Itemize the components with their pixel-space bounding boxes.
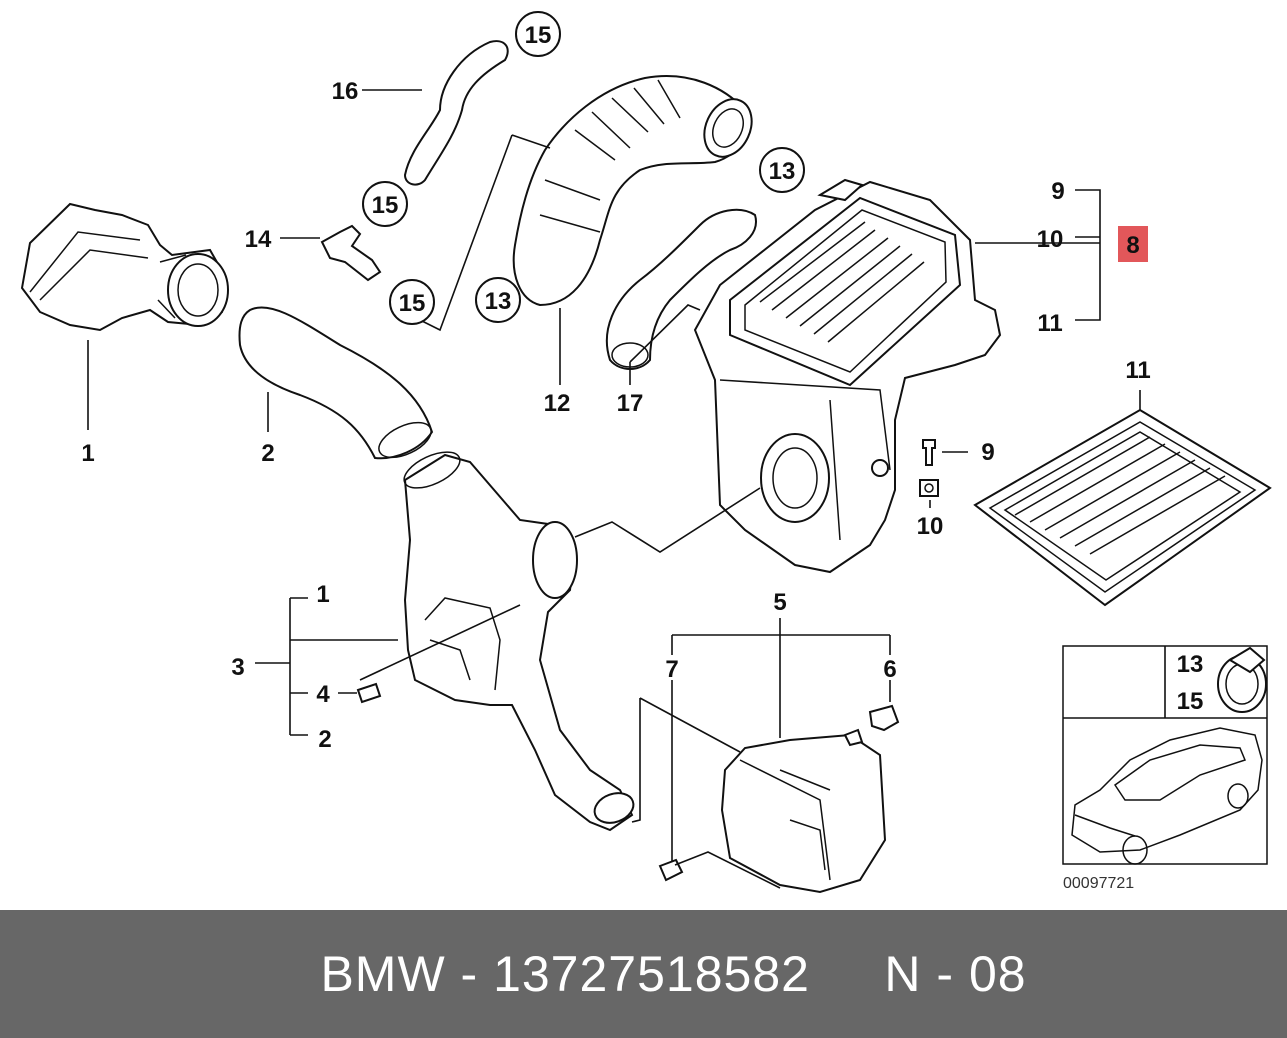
callout-8-highlight: 8 (1118, 226, 1148, 262)
inset-callout-13: 13 (1177, 651, 1204, 678)
connector-14 (320, 224, 382, 282)
intake-funnel (20, 202, 229, 332)
filter-element (973, 408, 1272, 607)
intake-duct (238, 306, 434, 460)
bolt-9 (922, 439, 936, 466)
callout-17: 17 (617, 390, 644, 417)
callout-4: 4 (316, 681, 330, 708)
parts-diagram: 15 15 15 13 13 1 2 3 1 4 2 16 14 12 17 9… (20, 11, 1272, 894)
callout-10-top: 10 (1037, 226, 1064, 253)
callout-14: 14 (245, 226, 272, 253)
inset-box: 13 15 00097721 (1062, 645, 1268, 892)
callout-15-mid: 15 (372, 192, 399, 219)
resonator-assembly (403, 451, 635, 832)
footer-bar: BMW - 13727518582 N - 08 (0, 910, 1287, 1038)
part-number-caption: BMW - 13727518582 N - 08 (320, 946, 1027, 1002)
callout-8: 8 (1126, 232, 1139, 259)
callout-11-filter: 11 (1125, 357, 1150, 384)
car-silhouette-icon (1071, 727, 1263, 865)
clip-6 (868, 704, 900, 732)
callout-15-low: 15 (399, 290, 426, 317)
filter-housing (693, 178, 1002, 574)
callout-2: 2 (261, 440, 274, 467)
reference-code: 00097721 (1063, 875, 1134, 892)
breather-pipe-16 (403, 40, 509, 186)
callout-6: 6 (883, 656, 896, 683)
callout-15-top: 15 (525, 22, 552, 49)
circled-callout-15-top: 15 (515, 11, 561, 57)
callout-13-left: 13 (485, 288, 512, 315)
circled-callout-13-left: 13 (475, 277, 521, 323)
callout-10-side: 10 (917, 513, 944, 540)
circled-callout-13-right: 13 (759, 147, 805, 193)
callout-11-top: 11 (1037, 310, 1062, 337)
callout-13-right: 13 (769, 158, 796, 185)
circled-callout-15-mid: 15 (362, 181, 408, 227)
screw-4 (356, 682, 382, 704)
callout-12: 12 (544, 390, 571, 417)
leader-lines (87, 89, 1141, 889)
parts-diagram-svg: 15 15 15 13 13 1 2 3 1 4 2 16 14 12 17 9… (20, 11, 1272, 894)
callout-16: 16 (332, 78, 359, 105)
callout-2-bracket: 2 (318, 726, 331, 753)
callout-9-top: 9 (1051, 178, 1064, 205)
callout-1: 1 (81, 440, 94, 467)
resonator-box (720, 728, 887, 894)
callout-1-bracket: 1 (316, 581, 329, 608)
inset-callout-15: 15 (1177, 688, 1204, 715)
callout-7: 7 (665, 656, 678, 683)
bellows-hose (512, 75, 753, 307)
grommet-10 (919, 479, 939, 497)
circled-callout-15-low: 15 (389, 279, 435, 325)
hose-clamp-icon (1217, 646, 1267, 713)
callout-3: 3 (231, 654, 244, 681)
callout-9-side: 9 (981, 439, 994, 466)
callout-5: 5 (773, 589, 786, 616)
